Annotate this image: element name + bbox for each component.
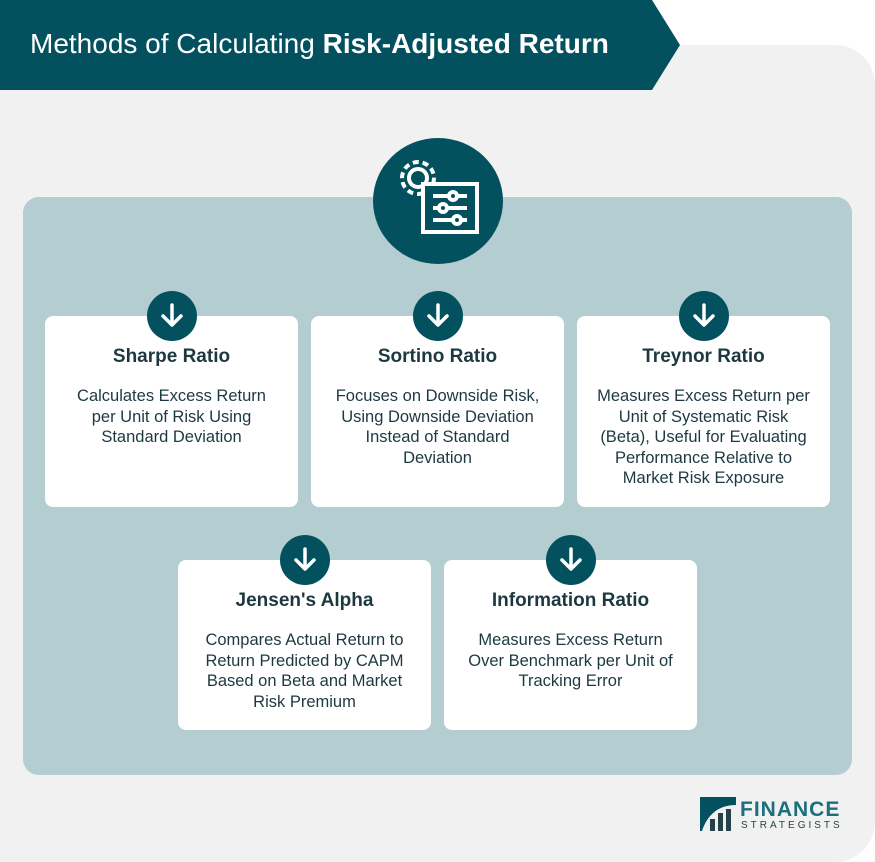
arrow-down-icon <box>279 535 330 585</box>
card-title: Information Ratio <box>491 590 650 611</box>
settings-icon <box>373 138 503 264</box>
arrow-down-icon <box>412 291 463 341</box>
card-title: Sortino Ratio <box>377 346 498 367</box>
card-title: Jensen's Alpha <box>235 590 374 611</box>
card-description: Calculates Excess Return per Unit of Ris… <box>77 387 266 446</box>
title-banner <box>0 0 680 90</box>
page-title: Methods of Calculating Risk-Adjusted Ret… <box>30 28 609 60</box>
card-title: Sharpe Ratio <box>112 346 231 367</box>
card-title: Treynor Ratio <box>642 346 765 367</box>
arrow-down-icon <box>146 291 197 341</box>
logo-line2: STRATEGISTS <box>741 820 843 831</box>
arrow-down-icon <box>545 535 596 585</box>
title-bold: Risk-Adjusted Return <box>322 28 609 59</box>
card-description: Measures Excess Return Over Benchmark pe… <box>468 631 673 690</box>
title-plain: Methods of Calculating <box>30 28 323 59</box>
logo-line1: FINANCE <box>740 798 841 821</box>
card-description: Measures Excess Return per Unit of Syste… <box>597 387 810 487</box>
arrow-down-icon <box>678 291 729 341</box>
card-description: Compares Actual Return to Return Predict… <box>205 631 404 711</box>
card-description: Focuses on Downside Risk, Using Downside… <box>335 387 540 467</box>
